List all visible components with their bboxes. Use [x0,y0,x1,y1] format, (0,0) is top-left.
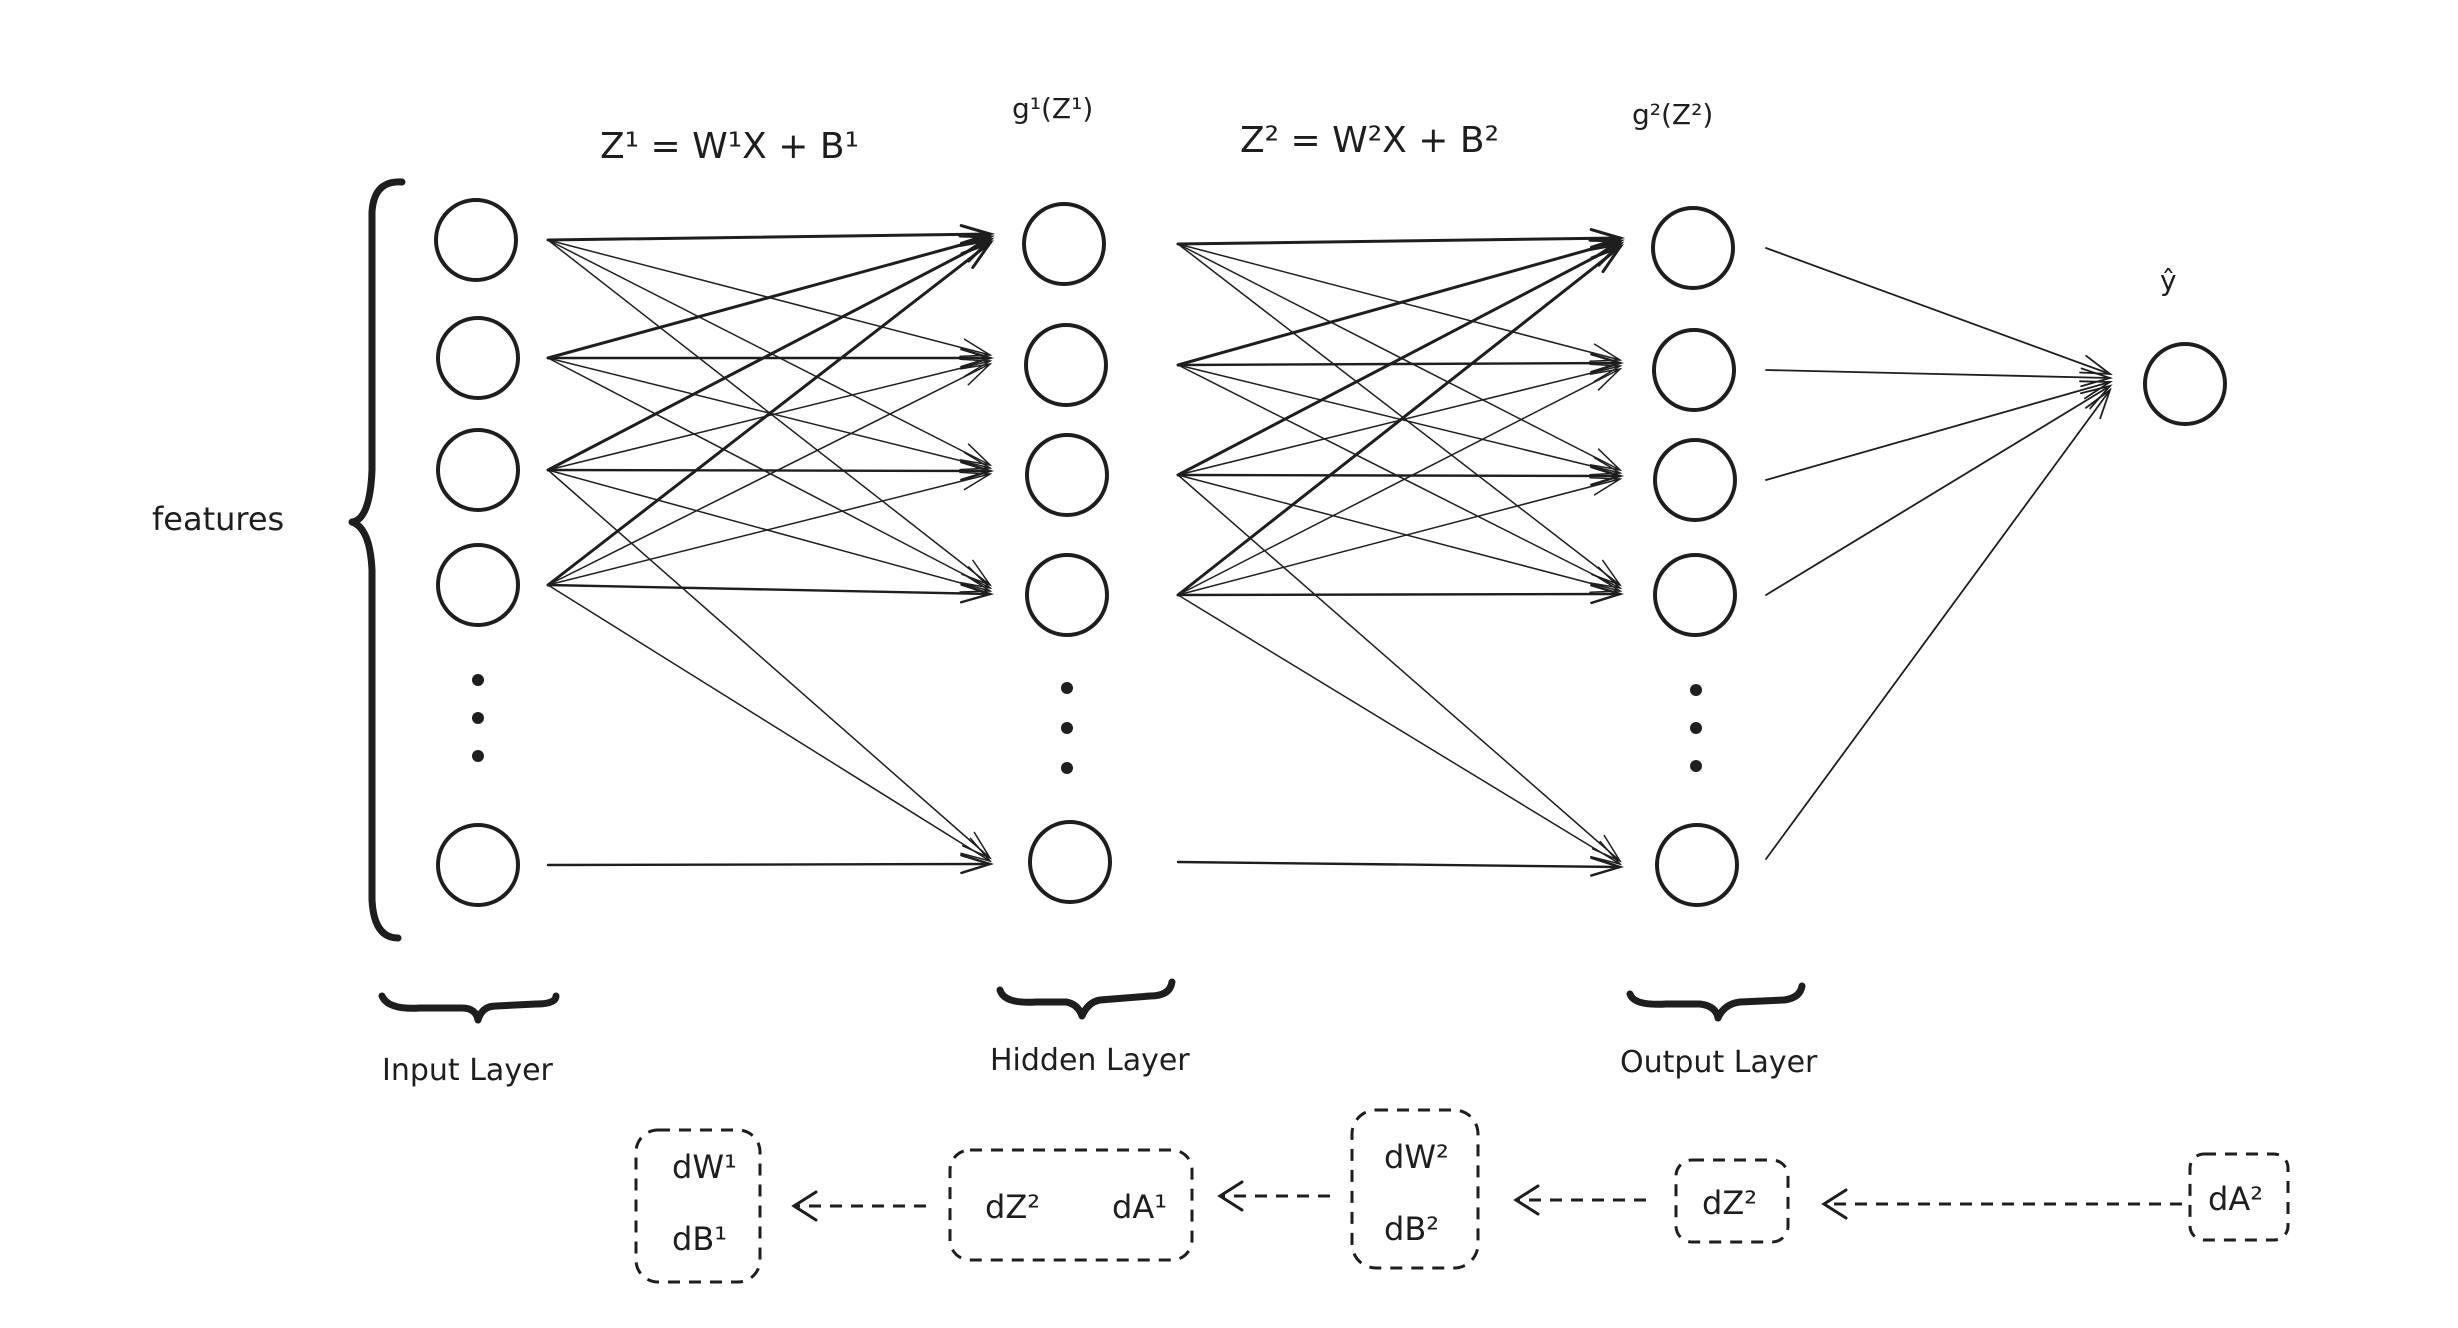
edge-input-4-to-5 [547,584,993,863]
edge-output-2-to-yhat [1765,367,2114,388]
hidden-layer-label: Hidden Layer [990,1043,1190,1078]
edge-hidden-1-to-1 [1176,228,1626,249]
edge-input-4-to-4 [546,583,995,604]
edge-input-3-to-4 [547,469,993,593]
hidden-node-3 [1025,433,1109,517]
edge-hidden-4-to-1 [1176,243,1624,597]
backprop-box-dz2: dZ² [1674,1158,1790,1244]
output-node-5 [1655,823,1739,907]
db2-label: dB² [1384,1210,1439,1248]
input-ellipsis [472,674,484,762]
backprop-box-dw1-db1: dW¹ dB¹ [634,1128,762,1284]
features-brace [348,178,406,942]
hidden-node-2 [1024,323,1108,407]
output-node-1 [1651,206,1735,290]
edge-output-3-to-yhat [1765,380,2113,481]
dw2-label: dW² [1384,1138,1449,1176]
edge-hidden-1-to-3 [1177,243,1623,472]
input-node-1 [434,198,518,282]
output-layer-label: Output Layer [1620,1045,1818,1080]
edge-input-1-to-1 [546,224,996,245]
da2-label: dA² [2208,1180,2263,1218]
equation-z2: Z² = W²X + B² [1240,120,1499,161]
output-ellipsis [1690,684,1702,772]
connections [546,224,2114,877]
input-node-2 [436,316,520,400]
backprop-arrow-dw2-to-dz2 [1217,1180,1330,1212]
dw1-label: dW¹ [672,1148,737,1186]
edge-hidden-3-to-3 [1176,465,1625,487]
backprop-arrow-dz2-to-dw1 [791,1190,926,1222]
edge-input-1-to-3 [547,239,993,467]
hidden-node-4 [1025,553,1109,637]
backprop-box-dw2-db2: dW² dB² [1350,1108,1480,1270]
edge-output-5-to-yhat [1765,387,2112,860]
activation-g1: g¹(Z¹) [1012,92,1093,125]
edge-output-1-to-yhat [1765,247,2113,376]
features-label: features [152,500,284,538]
output-yhat-node [2143,342,2227,426]
edge-hidden-4-to-3 [1177,476,1623,596]
input-node-3 [436,428,520,512]
equation-z1: Z¹ = W¹X + B¹ [600,126,859,167]
hidden-node-5 [1028,820,1112,904]
input-node-5 [436,823,520,907]
hidden-ellipsis [1061,682,1073,774]
backprop-box-da2: dA² [2188,1152,2290,1242]
edge-input-4-to-2 [547,362,993,586]
output-node-4 [1653,553,1737,637]
output-node-3 [1653,438,1737,522]
backprop-box-dz2-da1: dZ² dA¹ [948,1148,1194,1262]
edge-input-3-to-5 [547,469,992,860]
edge-hidden-4-to-4 [1176,583,1625,605]
da1-label: dA¹ [1112,1188,1167,1226]
nodes [434,198,2227,907]
edge-hidden-3-to-4 [1177,474,1623,594]
output-layer-brace [1626,982,1806,1022]
edge-input-2-to-4 [547,357,993,590]
output-yhat-label: ŷ [2160,264,2177,297]
edge-input-4-to-3 [547,471,993,586]
backprop-arrow-da2-to-dz2 [1821,1188,2182,1220]
input-layer-brace [378,992,560,1024]
edge-hidden-4-to-5 [1177,594,1623,866]
db1-label: dB¹ [672,1220,727,1258]
edge-hidden-4-to-2 [1177,367,1623,596]
dz2-out-label: dZ² [1702,1184,1757,1222]
input-layer-label: Input Layer [382,1053,554,1088]
edge-input-3-to-3 [546,460,995,482]
edge-hidden-2-to-2 [1176,353,1625,374]
edge-hidden-2-to-1 [1176,238,1625,367]
hidden-node-1 [1022,202,1106,286]
hidden-layer-brace [996,978,1176,1020]
edge-output-4-to-yhat [1765,384,2113,596]
output-node-2 [1652,328,1736,412]
activation-g2: g²(Z²) [1632,98,1713,131]
dz2-label: dZ² [985,1188,1040,1226]
edge-input-4-to-1 [546,239,995,587]
backprop-arrow-dz2-to-dw2 [1513,1184,1646,1216]
edge-hidden-5-to-5 [1176,856,1625,877]
edge-input-2-to-2 [546,347,995,369]
edge-hidden-2-to-3 [1177,364,1623,476]
edge-input-5-to-5 [546,853,995,875]
edge-input-2-to-1 [546,234,995,360]
input-node-4 [436,543,520,627]
